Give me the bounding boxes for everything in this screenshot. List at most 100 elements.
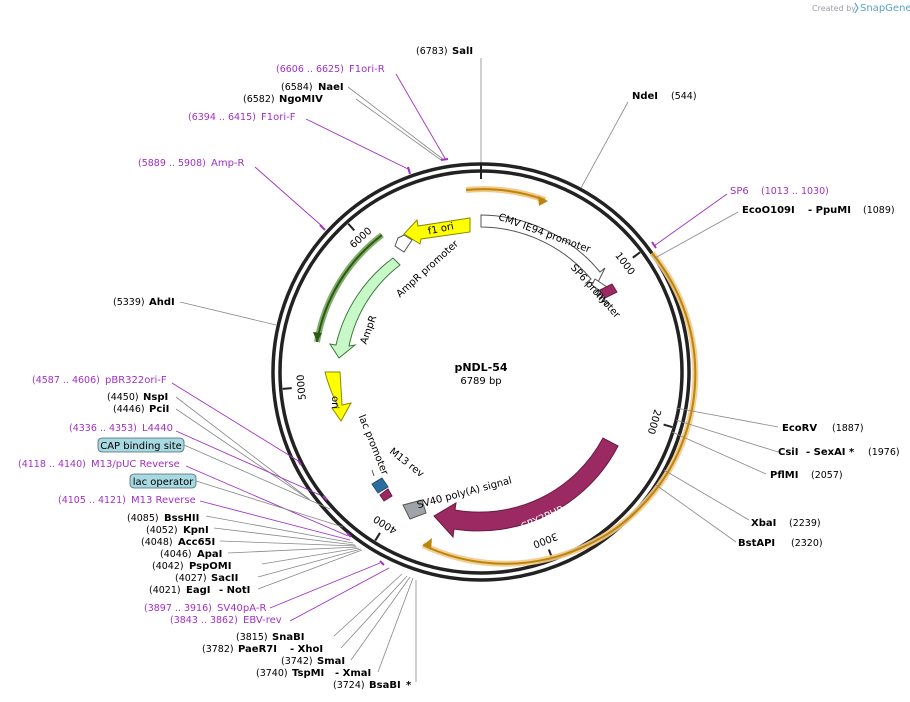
tick-label-2000: 2000: [645, 408, 663, 436]
label-cmv-promoter: CMV IE94 promoter: [497, 212, 593, 256]
site-snabi: SnaBI: [272, 632, 304, 643]
lac-promoter-tick: [371, 469, 375, 477]
cap-leader: [183, 444, 331, 510]
site-pos-ngomiv: (6582): [243, 94, 275, 105]
site-pos-pspomi: (4042): [152, 561, 184, 572]
tick-mark-1000: [632, 251, 641, 259]
feature-myr: [599, 283, 618, 299]
tick-mark-4000: [374, 532, 381, 542]
primer-range-f1ori-f: (6394 .. 6415): [188, 112, 256, 123]
tick-label-3000: 3000: [531, 530, 559, 549]
tick-mark-2000: [663, 423, 673, 428]
site-pos-smai: (3742): [281, 656, 313, 667]
site-naei: NaeI: [318, 82, 344, 93]
ampr-orf-line: [316, 234, 383, 343]
site-pos-paer7i: (3782): [202, 644, 234, 655]
site-pos-pcii: (4446): [113, 404, 145, 415]
feature-ori: [324, 371, 352, 422]
primer-m13puc-reverse: M13/pUC Reverse: [91, 459, 180, 470]
feature-m13-rev: [371, 477, 389, 494]
primer-f1ori-f: F1ori-F: [261, 112, 296, 123]
site-csii-extra: - SexAI *: [806, 447, 855, 458]
primer-range-amp-r: (5889 .. 5908): [138, 158, 206, 169]
primer-range-m13-reverse: (4105 .. 4121): [58, 495, 126, 506]
primer-sp6: SP6: [730, 186, 749, 197]
site-pos-tspmi: (3740): [256, 668, 288, 679]
site-ngomiv: NgoMIV: [279, 94, 323, 105]
tick-label-1000: 1000: [612, 251, 636, 278]
site-smai: SmaI: [317, 656, 345, 667]
primer-range-sp6: (1013 .. 1030): [761, 186, 829, 197]
site-pos-snabi: (3815): [236, 632, 268, 643]
site-pos-ahdi: (5339): [113, 297, 145, 308]
site-ahdi: AhdI: [149, 297, 175, 308]
site-nspi: NspI: [143, 392, 168, 403]
site-csii: CsiI: [778, 447, 798, 458]
primer-sv40pa-r: SV40pA-R: [217, 603, 266, 614]
label-lac-promoter: lac promoter: [356, 413, 391, 477]
ampr-orf-arrowhead: [313, 332, 322, 342]
site-bsabi-extra: *: [406, 680, 412, 691]
site-pspomi: PspOMI: [189, 561, 231, 572]
site-eagi-extra: - NotI: [219, 585, 250, 596]
site-pos-pflmi: (2057): [811, 470, 843, 481]
site-bsshii: BssHII: [164, 513, 199, 524]
primer-range-m13puc-reverse: (4118 .. 4140): [18, 459, 86, 470]
feature-lac-operator-mark: [379, 488, 393, 502]
site-pos-ecoo109i: (1089): [863, 205, 895, 216]
lac-operator-leader: [195, 480, 344, 528]
primer-marks: [297, 158, 657, 566]
primer-pbr322ori-f: pBR322ori-F: [105, 375, 167, 386]
plasmid-name: pNDL-54: [454, 361, 507, 374]
site-paer7i: PaeR7I: [238, 644, 277, 655]
label-ampr: AmpR: [359, 314, 380, 346]
site-eagi: EagI: [186, 585, 210, 596]
primer-range-ebv-rev: (3843 .. 3862): [170, 615, 238, 626]
lac-operator-label: lac operator: [133, 477, 194, 488]
label-sv40-polya: SV40 poly(A) signal: [416, 475, 513, 511]
site-ndei: NdeI: [632, 91, 658, 102]
primer-m13-reverse: M13 Reverse: [131, 495, 196, 506]
site-pflmi: PflMI: [770, 470, 798, 481]
orf-arrowhead: [423, 538, 432, 550]
site-pos-apai: (4046): [160, 549, 192, 560]
feature-f1-ori: [403, 217, 471, 245]
primer-f1ori-r: F1ori-R: [349, 64, 385, 75]
primer-amp-r: Amp-R: [211, 158, 245, 169]
tick-mark-6000: [347, 223, 356, 232]
site-sali: SalI: [452, 46, 473, 57]
snapgene-logo-icon: [854, 2, 859, 14]
feature-cry2phr: [433, 437, 619, 539]
primer-range-f1ori-r: (6606 .. 6625): [276, 64, 344, 75]
site-pos-naei: (6584): [281, 82, 313, 93]
credit-brand: SnapGene: [860, 3, 910, 14]
primer-l4440: L4440: [142, 423, 173, 434]
site-pos-sacii: (4027): [175, 573, 207, 584]
site-pos-xbai: (2239): [789, 518, 821, 529]
site-pos-ecorv: (1887): [832, 423, 864, 434]
primer-range-sv40pa-r: (3897 .. 3916): [144, 603, 212, 614]
site-pos-ndei: (544): [671, 91, 697, 102]
site-pos-eagi: (4021): [149, 585, 181, 596]
site-xbai: XbaI: [751, 518, 776, 529]
primer-ebv-rev: EBV-rev: [243, 615, 282, 626]
primer-range-l4440: (4336 .. 4353): [69, 423, 137, 434]
feature-sv40-polya: [402, 499, 427, 520]
site-bstapi: BstAPI: [738, 538, 775, 549]
site-tspmi: TspMI: [292, 668, 324, 679]
site-apai: ApaI: [197, 549, 222, 560]
primer-leader-lines: [171, 73, 728, 622]
feature-ampr-promoter: [394, 234, 413, 253]
site-ecoo109i-extra: - PpuMI: [808, 205, 851, 216]
primer-range-pbr322ori-f: (4587 .. 4606): [32, 375, 100, 386]
site-ecoo109i: EcoO109I: [742, 205, 795, 216]
site-paer7i-extra: - XhoI: [290, 644, 323, 655]
tick-label-5000: 5000: [296, 374, 309, 400]
site-pos-nspi: (4450): [107, 392, 139, 403]
site-ecorv: EcoRV: [782, 423, 817, 434]
label-f1-ori: f1 ori: [427, 221, 455, 237]
site-pos-bstapi: (2320): [791, 538, 823, 549]
label-m13-rev: M13 rev: [387, 446, 426, 480]
site-bsabi: BsaBI: [369, 680, 401, 691]
